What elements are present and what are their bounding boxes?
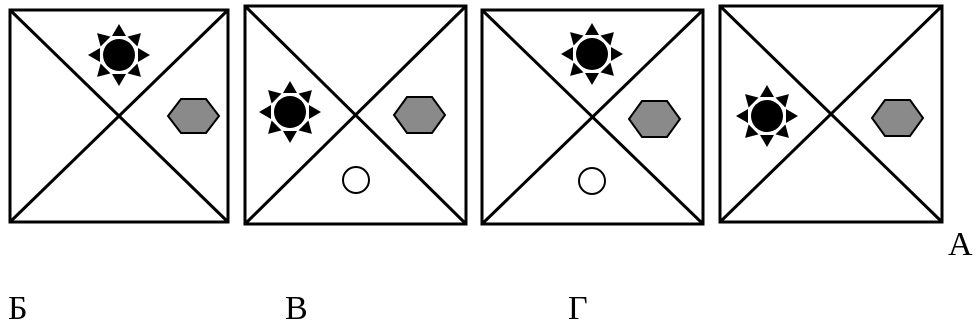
sun-ray [88,48,100,62]
sun-ray [561,47,573,61]
sun-ray [127,63,141,77]
sun-ray [775,124,789,138]
sun-ray [775,94,789,108]
panel-1 [8,8,230,224]
sun-ray [600,32,614,46]
panel-2 [243,4,468,226]
sun-ray [268,120,282,134]
sun-ray [745,124,759,138]
hexagon-icon [870,99,925,137]
sun-ray [600,62,614,76]
sun-ray [112,74,126,86]
sun-ray [309,105,321,119]
sun-ray [585,23,599,35]
panel-3 [480,8,705,226]
sun-ray [259,105,271,119]
sun-icon [259,81,321,143]
hexagon-icon [166,98,221,134]
sun-icon [88,24,150,86]
sun-ray [298,120,312,134]
sun-icon [561,23,623,85]
sun-ray [97,63,111,77]
sun-ray [570,32,584,46]
label-b: Б [8,290,28,327]
sun-icon [736,85,798,147]
sun-ray [112,24,126,36]
sun-ray [138,48,150,62]
sun-ray [736,109,748,123]
sun-ray [611,47,623,61]
label-a: А [948,226,973,263]
label-g: Г [568,290,588,327]
hexagon-icon [627,100,682,138]
sun-ray [786,109,798,123]
sun-ray [570,62,584,76]
sun-ray [127,33,141,47]
panel-4 [718,4,944,224]
circle-icon [578,167,606,195]
sun-ray [283,131,297,143]
label-v: В [285,290,308,327]
sun-ray [283,81,297,93]
sun-ray [760,85,774,97]
sun-ray [298,90,312,104]
sun-ray [268,90,282,104]
sun-ray [745,94,759,108]
sun-ray [585,73,599,85]
hexagon-icon [392,96,447,134]
sun-ray [97,33,111,47]
circle-icon [342,166,370,194]
sun-ray [760,135,774,147]
